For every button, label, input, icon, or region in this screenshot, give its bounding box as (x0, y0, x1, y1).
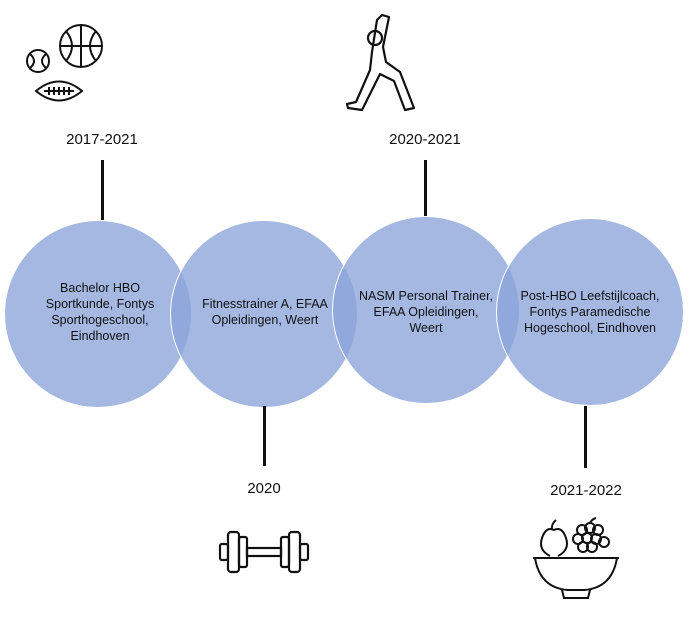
timeline-circle-1 (4, 220, 192, 408)
sports-balls-icon (26, 24, 103, 102)
yoga-pose-icon (345, 13, 416, 112)
timeline-circle-4 (496, 218, 684, 406)
connector-line-2 (263, 406, 266, 466)
milestone-date-1: 2017-2021 (66, 131, 138, 148)
timeline-circle-3 (332, 216, 520, 404)
connector-line-3 (424, 160, 427, 216)
milestone-date-4: 2021-2022 (550, 482, 622, 499)
milestone-label-3: NASM Personal Trainer, EFAA Opleidingen,… (358, 289, 494, 335)
milestone-label-2: Fitnesstrainer A, EFAA Opleidingen, Weer… (202, 297, 328, 327)
milestone-date-2: 2020 (247, 480, 281, 497)
milestone-label-1: Bachelor HBO Sportkunde, Fontys Sporthog… (45, 281, 155, 343)
timeline-circle-2 (170, 220, 358, 408)
fruit-bowl-icon (533, 517, 619, 599)
connector-line-1 (101, 160, 104, 220)
connector-line-4 (584, 406, 587, 468)
milestone-label-4: Post-HBO Leefstijlcoach, Fontys Paramedi… (520, 289, 660, 335)
dumbbell-icon (218, 530, 310, 574)
milestone-date-3: 2020-2021 (389, 131, 461, 148)
